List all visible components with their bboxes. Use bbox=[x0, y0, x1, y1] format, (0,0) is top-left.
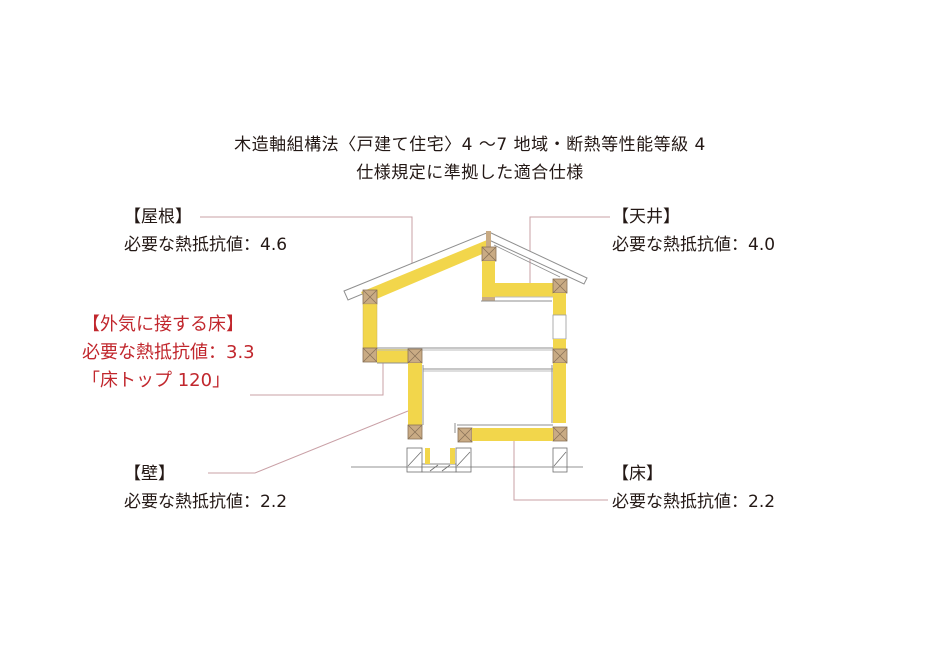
wall-value: 必要な熱抵抗値：2.2 bbox=[124, 492, 288, 512]
roof-value: 必要な熱抵抗値：4.6 bbox=[124, 235, 288, 255]
ceiling-value: 必要な熱抵抗値：4.0 bbox=[612, 235, 776, 255]
floor-heading: 【床】 bbox=[612, 464, 663, 484]
floor-value: 必要な熱抵抗値：2.2 bbox=[612, 492, 776, 512]
exposed-floor-value: 必要な熱抵抗値：3.3 bbox=[82, 342, 255, 363]
diagram-title-line1: 木造軸組構法〈戸建て住宅〉4 〜7 地域・断熱等性能等級 4 bbox=[234, 135, 706, 155]
ceiling-label: 【天井】 必要な熱抵抗値：4.0 bbox=[612, 203, 775, 259]
diagram-title-line2: 仕様規定に準拠した適合仕様 bbox=[356, 163, 584, 183]
floor-label: 【床】 必要な熱抵抗値：2.2 bbox=[612, 460, 775, 516]
wall-heading: 【壁】 bbox=[124, 464, 175, 484]
wall-label: 【壁】 必要な熱抵抗値：2.2 bbox=[124, 460, 287, 516]
roof-label: 【屋根】 必要な熱抵抗値：4.6 bbox=[124, 203, 287, 259]
exposed-floor-label: 【外気に接する床】 必要な熱抵抗値：3.3 「床トップ 120」 bbox=[82, 311, 255, 395]
exposed-floor-heading: 【外気に接する床】 bbox=[82, 314, 244, 335]
roof-heading: 【屋根】 bbox=[124, 207, 192, 227]
exposed-floor-product: 「床トップ 120」 bbox=[82, 370, 231, 391]
ceiling-heading: 【天井】 bbox=[612, 207, 680, 227]
